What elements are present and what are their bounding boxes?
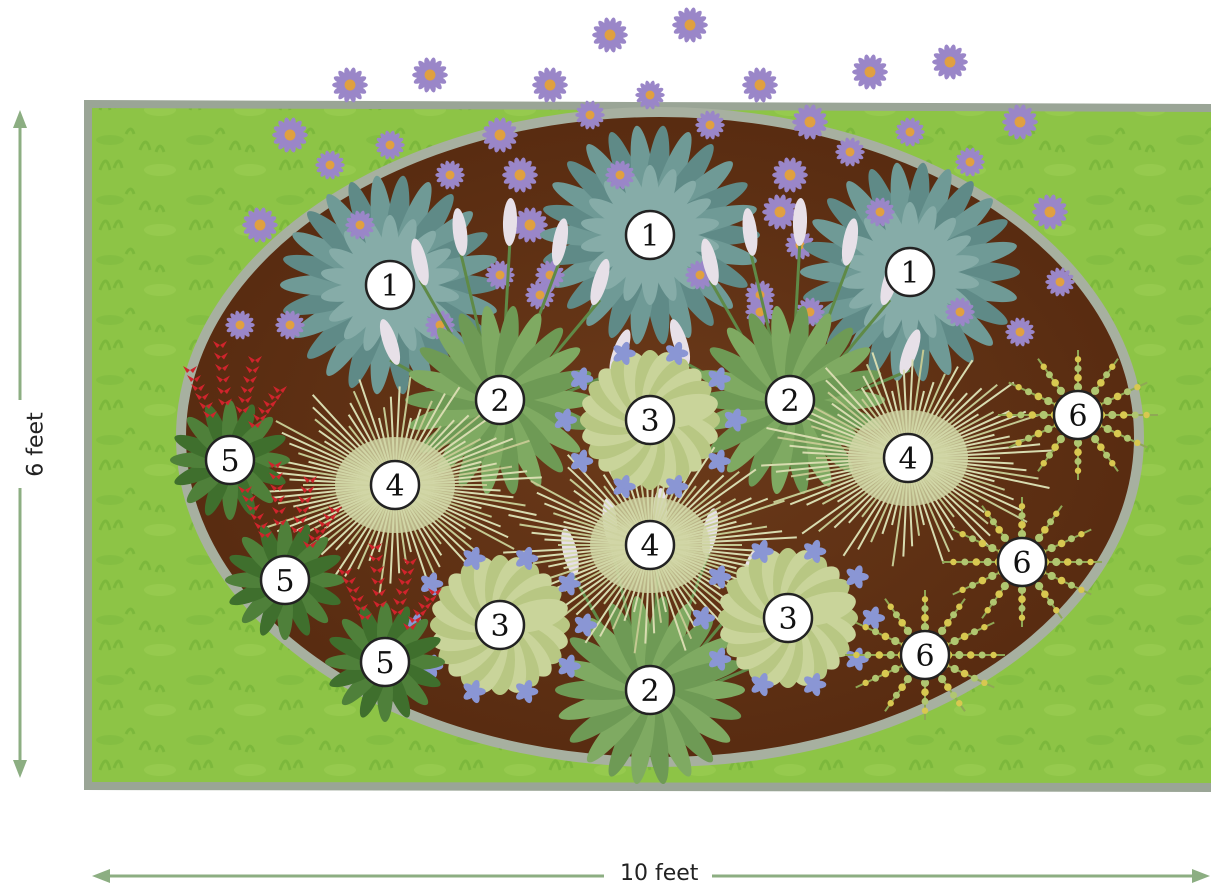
- plant-number: 4: [898, 442, 917, 477]
- plant-number: 2: [640, 674, 659, 709]
- plant-number-marker: 5: [361, 638, 409, 686]
- plant-number: 5: [375, 646, 394, 681]
- plant-number-marker: 1: [626, 211, 674, 259]
- plant-number-marker: 4: [884, 434, 932, 482]
- aster-flower-icon: [852, 54, 888, 90]
- plant-number: 3: [778, 602, 797, 637]
- plant-number: 3: [490, 609, 509, 644]
- aster-flower-icon: [672, 7, 708, 43]
- plant-number-marker: 3: [476, 601, 524, 649]
- plant-number-marker: 3: [626, 396, 674, 444]
- aster-flower-icon: [592, 17, 628, 53]
- plant-number-marker: 4: [626, 521, 674, 569]
- plant-number: 6: [1012, 546, 1031, 581]
- plant-number: 6: [1068, 399, 1087, 434]
- width-label: 10 feet: [612, 861, 706, 886]
- plant-number-marker: 1: [886, 248, 934, 296]
- aster-flower-icon: [742, 67, 778, 103]
- plant-number: 2: [780, 384, 799, 419]
- plant-number-marker: 5: [261, 556, 309, 604]
- plant-number: 4: [640, 529, 659, 564]
- plant-number-marker: 2: [626, 666, 674, 714]
- plant-number-marker: 2: [476, 376, 524, 424]
- plant-number-marker: 1: [366, 261, 414, 309]
- aster-flower-icon: [332, 67, 368, 103]
- aster-flower-icon: [412, 57, 448, 93]
- plant-number: 2: [490, 384, 509, 419]
- aster-flower-icon: [532, 67, 568, 103]
- plant-number-marker: 5: [206, 436, 254, 484]
- plant-number: 5: [220, 444, 239, 479]
- plant-number: 1: [640, 219, 659, 254]
- height-label: 6 feet: [24, 406, 49, 482]
- plant-number: 1: [900, 256, 919, 291]
- plant-number: 1: [380, 269, 399, 304]
- plant-number: 3: [640, 404, 659, 439]
- plant-number: 6: [915, 639, 934, 674]
- plant-number-marker: 3: [764, 594, 812, 642]
- plant-number-marker: 4: [371, 461, 419, 509]
- plant-number: 4: [385, 469, 404, 504]
- plant-number-marker: 6: [1054, 391, 1102, 439]
- plant-number-marker: 6: [998, 538, 1046, 586]
- plant-number: 5: [275, 564, 294, 599]
- aster-flower-icon: [932, 44, 968, 80]
- plant-number-marker: 6: [901, 631, 949, 679]
- plant-number-marker: 2: [766, 376, 814, 424]
